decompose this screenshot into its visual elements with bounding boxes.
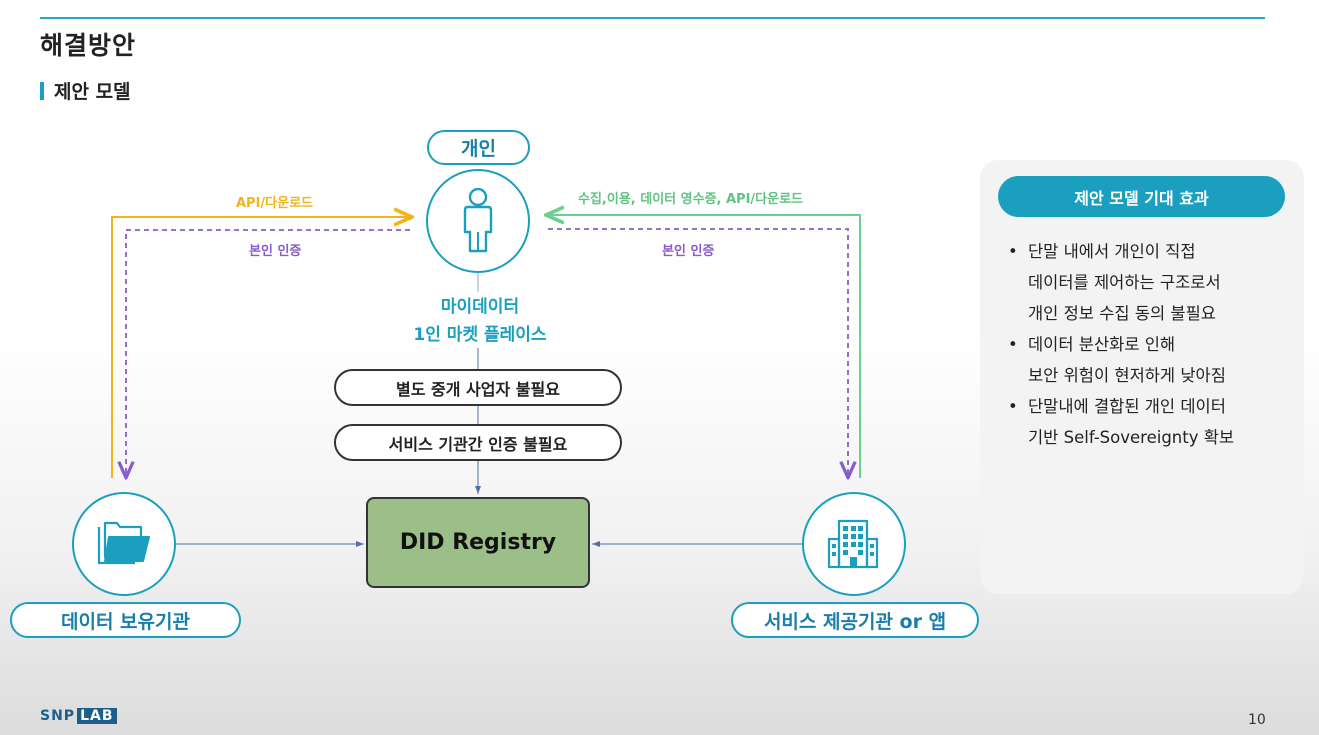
individual-circle: [426, 169, 530, 273]
slide-title: 해결방안: [40, 31, 137, 60]
effects-item-line: 개인 정보 수집 동의 불필요: [1028, 304, 1216, 323]
subtitle-bar: [40, 81, 44, 100]
page-number: 10: [1248, 712, 1266, 728]
left-auth-label: 본인 인증: [249, 244, 302, 259]
left-auth-line: [126, 229, 410, 476]
logo-part-lab: LAB: [77, 708, 117, 724]
service-provider-label: 서비스 제공기관 or 앱: [731, 602, 979, 638]
right-api-line: [548, 215, 861, 478]
effects-item-line: 보안 위험이 현저하게 낮아짐: [1028, 366, 1226, 385]
no-broker-pill: 별도 중개 사업자 불필요: [334, 369, 622, 406]
mydata-text: 마이데이터 1인 마켓 플레이스: [380, 293, 580, 349]
individual-label: 개인: [427, 130, 530, 165]
left-api-label: API/다운로드: [236, 196, 314, 211]
no-inter-auth-pill: 서비스 기관간 인증 불필요: [334, 424, 622, 461]
right-auth-label: 본인 인증: [662, 244, 715, 259]
effects-item-line: 데이터 분산화로 인해: [1028, 335, 1176, 354]
person-icon: [463, 188, 493, 253]
slide-subtitle: 제안 모델: [40, 77, 131, 104]
subtitle-text: 제안 모델: [54, 81, 131, 103]
folder-icon: [97, 521, 150, 565]
effects-item-line: 단말 내에서 개인이 직접: [1028, 242, 1196, 261]
data-holder-label: 데이터 보유기관: [10, 602, 241, 638]
effects-item: 데이터 분산화로 인해 보안 위험이 현저하게 낮아짐: [1006, 329, 1296, 391]
service-provider-circle: [802, 492, 906, 596]
top-rule: [40, 17, 1265, 19]
effects-item-line: 기반 Self-Sovereignty 확보: [1028, 428, 1235, 447]
effects-item: 단말내에 결합된 개인 데이터 기반 Self-Sovereignty 확보: [1006, 391, 1296, 453]
building-icon: [827, 519, 879, 569]
mydata-line1: 마이데이터: [440, 297, 520, 317]
mydata-line2: 1인 마켓 플레이스: [413, 325, 547, 345]
company-logo: SNP LAB: [40, 708, 117, 724]
effects-item: 단말 내에서 개인이 직접 데이터를 제어하는 구조로서 개인 정보 수집 동의…: [1006, 236, 1296, 329]
effects-list: 단말 내에서 개인이 직접 데이터를 제어하는 구조로서 개인 정보 수집 동의…: [1006, 236, 1296, 453]
logo-part-snp: SNP: [40, 708, 76, 724]
effects-item-line: 데이터를 제어하는 구조로서: [1028, 273, 1221, 292]
data-holder-circle: [72, 492, 176, 596]
effects-item-line: 단말내에 결합된 개인 데이터: [1028, 397, 1226, 416]
effects-panel-heading: 제안 모델 기대 효과: [998, 176, 1285, 217]
right-api-label: 수집,이용, 데이터 영수증, API/다운로드: [578, 192, 804, 207]
did-registry-box: DID Registry: [366, 497, 590, 588]
left-api-line: [111, 217, 410, 478]
right-auth-line: [548, 228, 848, 476]
